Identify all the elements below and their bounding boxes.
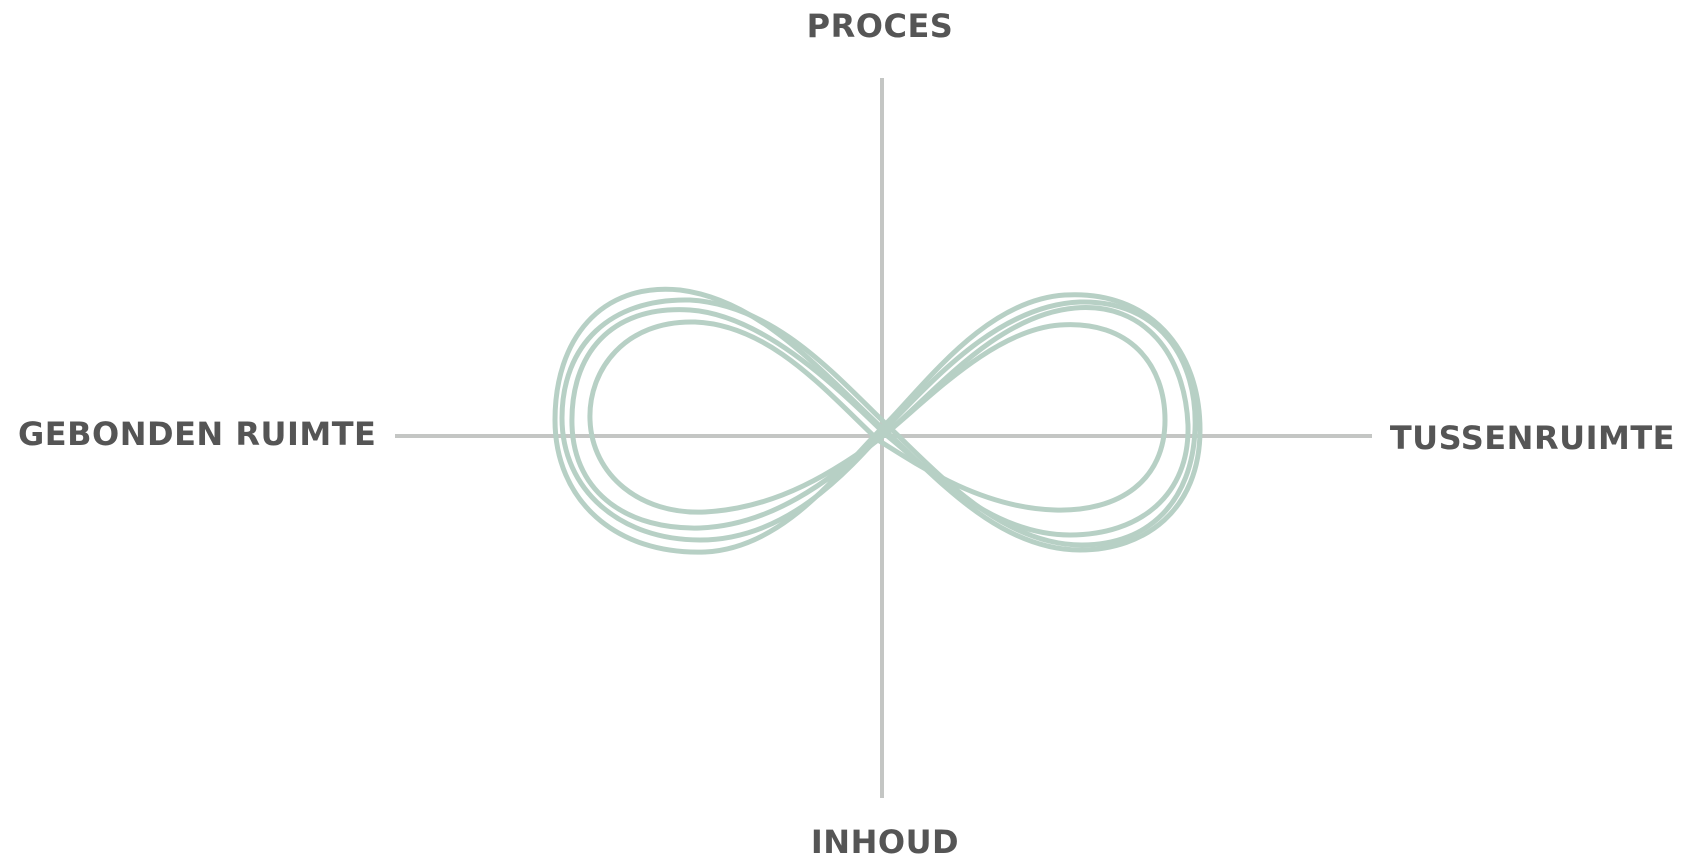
infinity-stroke-4 — [559, 297, 1198, 548]
axis-label-bottom: INHOUD — [810, 823, 960, 861]
axis-label-left: GEBONDEN RUIMTE — [18, 415, 377, 453]
infinity-symbol — [552, 286, 1203, 555]
axis-label-top: PROCES — [806, 7, 954, 45]
axis-label-right: TUSSENRUIMTE — [1389, 419, 1675, 457]
